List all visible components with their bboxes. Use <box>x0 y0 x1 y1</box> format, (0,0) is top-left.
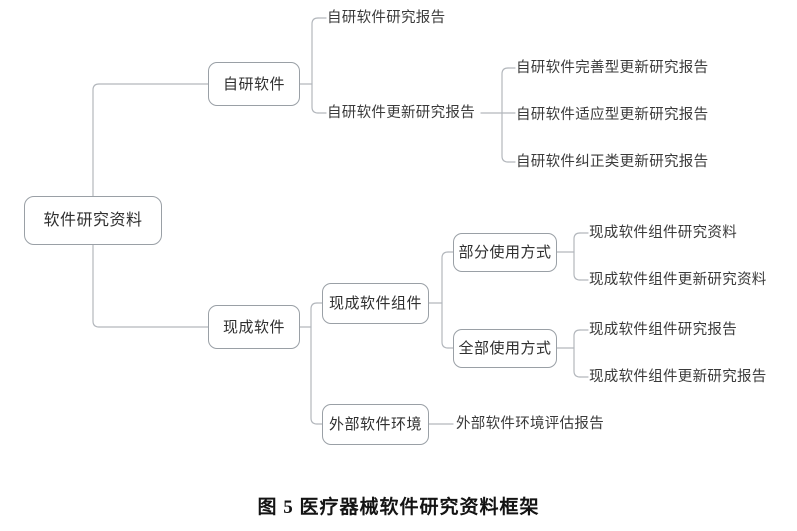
node-off-the-shelf-software[interactable]: 现成软件 <box>208 305 300 349</box>
wire-sdupdate-bracket <box>501 67 509 163</box>
leaf-self-developed-corrective-update-report: 自研软件纠正类更新研究报告 <box>516 153 709 170</box>
leaf-external-environment-assessment-report: 外部软件环境评估报告 <box>456 415 604 432</box>
node-full-use-mode[interactable]: 全部使用方式 <box>453 329 557 368</box>
figure-caption: 图 5 医疗器械软件研究资料框架 <box>257 497 540 518</box>
node-external-software-environment[interactable]: 外部软件环境 <box>322 404 429 445</box>
wire-full-bracket <box>573 329 581 378</box>
wire-component-bracket <box>441 251 449 349</box>
node-label: 全部使用方式 <box>458 340 552 357</box>
wire-sd-bracket <box>311 17 319 114</box>
node-label: 自研软件 <box>222 75 285 93</box>
leaf-self-developed-perfective-update-report: 自研软件完善型更新研究报告 <box>516 59 709 76</box>
leaf-self-developed-adaptive-update-report: 自研软件适应型更新研究报告 <box>516 106 709 123</box>
node-label: 部分使用方式 <box>458 244 552 261</box>
leaf-self-developed-research-report: 自研软件研究报告 <box>327 9 446 26</box>
node-ots-component[interactable]: 现成软件组件 <box>322 283 429 324</box>
node-self-developed-software[interactable]: 自研软件 <box>208 62 300 106</box>
node-label: 外部软件环境 <box>328 416 422 433</box>
wire-partial-bracket <box>573 232 581 281</box>
node-label: 软件研究资料 <box>43 211 143 229</box>
leaf-ots-component-research-report: 现成软件组件研究报告 <box>589 321 737 338</box>
wire-ots-bracket <box>310 302 318 425</box>
node-label: 现成软件组件 <box>328 295 422 312</box>
leaf-self-developed-update-research-report: 自研软件更新研究报告 <box>327 104 475 121</box>
node-label: 现成软件 <box>222 318 285 336</box>
leaf-ots-component-research-data: 现成软件组件研究资料 <box>589 224 737 241</box>
node-root-software-research-data[interactable]: 软件研究资料 <box>24 196 162 245</box>
node-partial-use-mode[interactable]: 部分使用方式 <box>453 233 557 272</box>
leaf-ots-component-update-research-report: 现成软件组件更新研究报告 <box>589 368 767 385</box>
leaf-ots-component-update-research-data: 现成软件组件更新研究资料 <box>589 271 767 288</box>
